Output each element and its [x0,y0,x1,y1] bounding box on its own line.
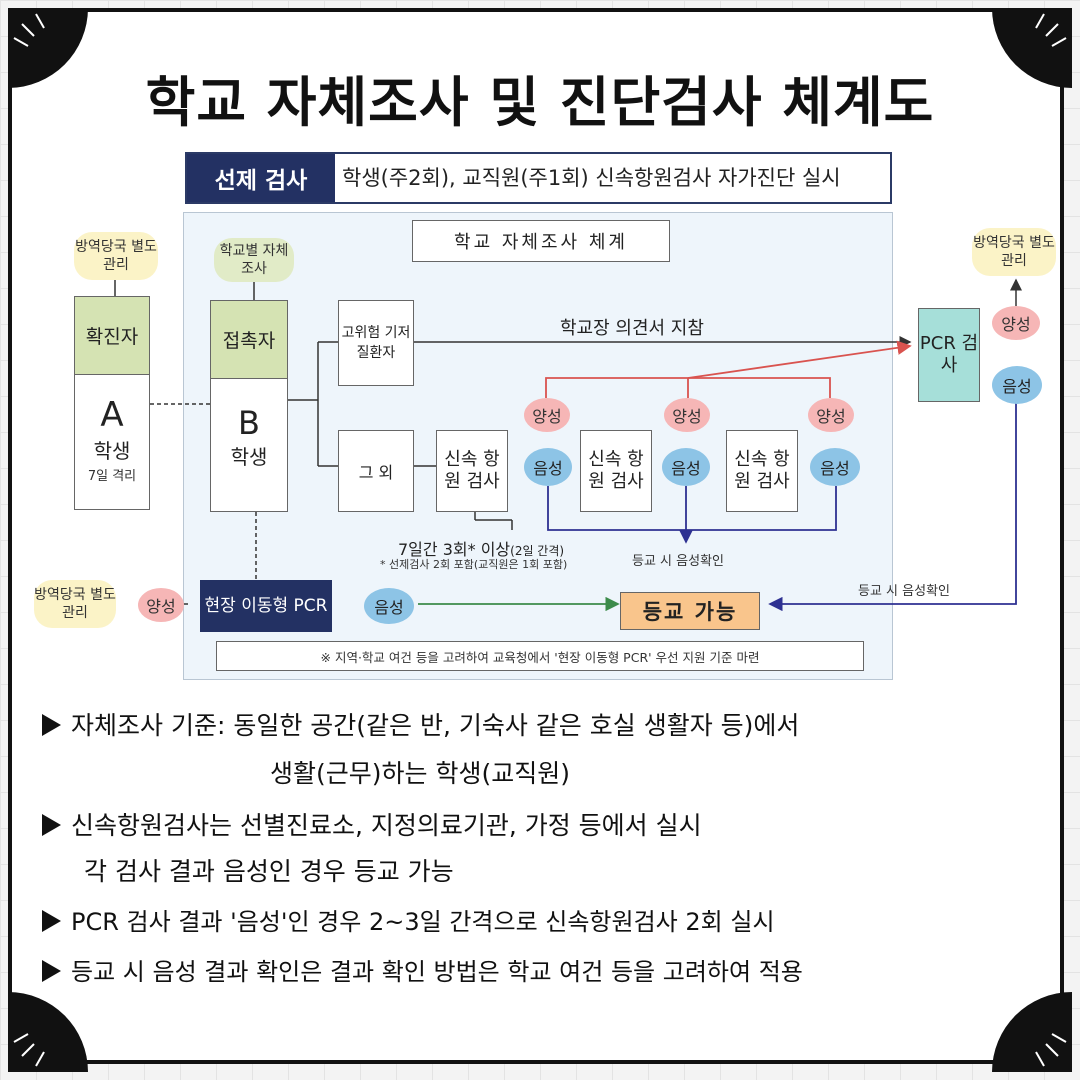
positive-badge-1: 양성 [524,398,570,432]
system-title: 학교 자체조사 체계 [412,220,670,262]
mobile-pcr-negative-badge: 음성 [364,588,414,624]
interval-paren: (2일 간격) [510,544,565,558]
confirm-negative-label-2: 등교 시 음성확인 [858,584,950,599]
bullet-1-cont: 생활(근무)하는 학생(교직원) [270,759,570,788]
triangle-bullet-icon [42,814,61,836]
authority-cloud-right: 방역당국 별도 관리 [972,228,1056,276]
triangle-bullet-icon [42,960,61,982]
corner-burst-icon [8,8,88,88]
negative-badge-2: 음성 [662,448,710,486]
bullet-1-text: 자체조사 기준: 동일한 공간(같은 반, 기숙사 같은 호실 생활자 등)에서 [71,711,800,740]
bullet-4-text: 등교 시 음성 결과 확인은 결과 확인 방법은 학교 여건 등을 고려하여 적… [71,958,803,986]
interval-label: 7일간 3회* 이상(2일 간격) [398,536,564,560]
triangle-bullet-icon [42,910,61,932]
contact-box: 접촉자 B 학생 [210,300,288,512]
interval-main: 7일간 3회* 이상 [398,540,511,559]
page-title: 학교 자체조사 및 진단검사 체계도 [145,71,935,134]
bullet-2: 신속항원검사는 선별진료소, 지정의료기관, 가정 등에서 실시 [42,806,702,842]
bullet-3: PCR 검사 결과 '음성'인 경우 2~3일 간격으로 신속항원검사 2회 실… [42,902,775,937]
bullet-1: 자체조사 기준: 동일한 공간(같은 반, 기숙사 같은 호실 생활자 등)에서 [42,706,799,742]
pcr-negative-badge: 음성 [992,366,1042,404]
corner-burst-icon [992,992,1072,1072]
pcr-test-box: PCR 검사 [918,308,980,402]
confirmed-box: 확진자 A 학생 7일 격리 [74,296,150,510]
bullet-2-cont: 각 검사 결과 음성인 경우 등교 가능 [84,857,454,886]
high-risk-box: 고위험 기저질환자 [338,300,414,386]
top-bar: 선제 검사 학생(주2회), 교직원(주1회) 신속항원검사 자가진단 실시 [185,152,892,204]
authority-cloud-left: 방역당국 별도 관리 [74,232,158,280]
corner-burst-icon [8,992,88,1072]
authority-cloud-bottom: 방역당국 별도 관리 [34,580,116,628]
confirmed-header: 확진자 [75,297,149,375]
contact-label: 학생 [230,444,268,469]
positive-badge-2: 양성 [664,398,710,432]
corner-burst-icon [992,8,1072,88]
others-box: 그 외 [338,430,414,512]
rapid-test-box-1: 신속 항원 검사 [436,430,508,512]
top-bar-text: 학생(주2회), 교직원(주1회) 신속항원검사 자가진단 실시 [342,166,841,190]
contact-header: 접촉자 [211,301,287,379]
bullet-4: 등교 시 음성 결과 확인은 결과 확인 방법은 학교 여건 등을 고려하여 적… [42,952,803,987]
top-bar-label: 선제 검사 [187,154,335,202]
bullet-3-text: PCR 검사 결과 '음성'인 경우 2~3일 간격으로 신속항원검사 2회 실… [71,908,775,936]
confirmed-sub: 7일 격리 [87,468,137,484]
rapid-test-box-2: 신속 항원 검사 [580,430,652,512]
bullet-2-text: 신속항원검사는 선별진료소, 지정의료기관, 가정 등에서 실시 [71,811,702,840]
interval-note: * 선제검사 2회 포함(교직원은 1회 포함) [380,558,568,571]
rapid-test-box-3: 신속 항원 검사 [726,430,798,512]
principal-opinion-label: 학교장 의견서 지참 [560,318,704,339]
negative-badge-3: 음성 [810,448,860,486]
positive-badge-3: 양성 [808,398,854,432]
confirm-negative-label-1: 등교 시 음성확인 [632,554,724,569]
negative-badge-1: 음성 [524,448,572,486]
school-survey-cloud: 학교별 자체조사 [214,238,294,282]
mobile-pcr-positive-badge: 양성 [138,588,184,622]
school-ok-box: 등교 가능 [620,592,760,630]
pcr-positive-badge: 양성 [992,306,1040,340]
confirmed-label: 학생 [93,438,131,463]
footnote: ※ 지역·학교 여건 등을 고려하여 교육청에서 '현장 이동형 PCR' 우선… [216,641,864,671]
confirmed-letter: A [100,395,124,435]
mobile-pcr-box: 현장 이동형 PCR [200,580,332,632]
triangle-bullet-icon [42,714,61,736]
contact-letter: B [238,404,260,442]
